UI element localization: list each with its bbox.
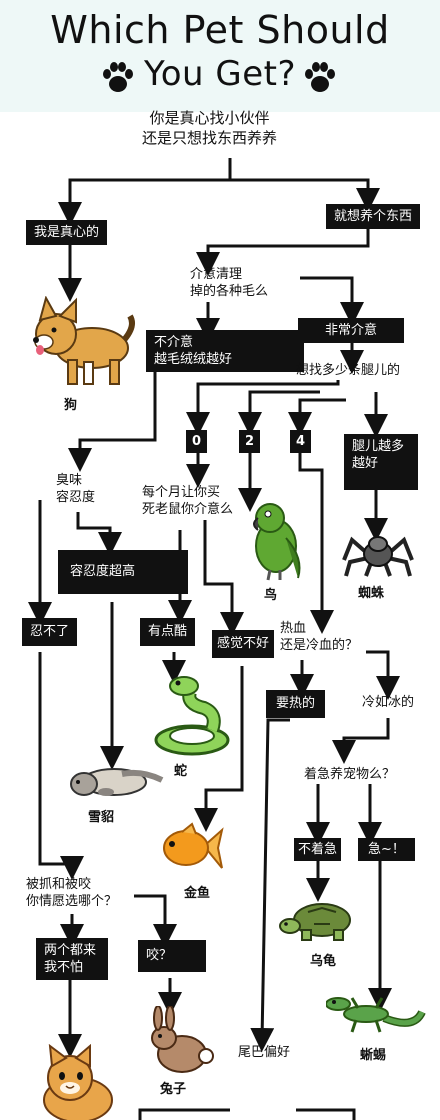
pet-label-snake: 蛇 [174, 764, 188, 779]
answer-high-tolerance: 容忍度超高 [58, 550, 188, 594]
pet-label-rabbit: 兔子 [160, 1082, 187, 1097]
page-title-line1: Which Pet Should [50, 8, 390, 52]
answer-no-hurry: 不着急 [294, 838, 342, 861]
dog-illustration [33, 296, 135, 385]
pet-label-spider: 蜘蛛 [358, 586, 385, 601]
pet-label-ferret: 雪貂 [88, 810, 115, 825]
lizard-illustration [326, 997, 426, 1033]
paw-icon [305, 62, 335, 92]
pet-label-bird: 鸟 [264, 588, 278, 603]
bird-illustration [253, 503, 301, 581]
spider-illustration [342, 536, 414, 577]
start-question: 你是真心找小伙伴 还是只想找东西养养 [142, 109, 278, 147]
answer-no-mind: 不介意 越毛绒绒越好 [146, 330, 304, 372]
page-title-line2: You Get? [143, 54, 297, 94]
goldfish-illustration [163, 822, 224, 869]
pet-label-dog: 狗 [64, 398, 78, 413]
pet-label-lizard: 蜥蜴 [360, 1048, 387, 1063]
question-warm-or-cold-blooded: 热血 还是冷血的？ [280, 621, 359, 653]
question-mice: 每个月让你买 死老鼠你介意么 [142, 485, 234, 517]
question-how-many-legs: 想找多少条腿儿的 [296, 363, 401, 378]
question-in-a-hurry: 着急养宠物么？ [304, 767, 396, 782]
pet-label-goldfish: 金鱼 [184, 886, 211, 901]
answer-zero-legs: 0 [186, 430, 208, 453]
rabbit-illustration [151, 1006, 214, 1073]
answer-just-keep: 就想养个东西 [326, 204, 421, 229]
answer-both: 两个都来 我不怕 [36, 938, 108, 980]
ferret-illustration [70, 768, 164, 796]
answer-bite: 咬？ [138, 940, 206, 972]
question-mind-fur: 介意清理 掉的各种毛么 [190, 267, 269, 299]
header-banner: Which Pet Should You Get? [0, 0, 440, 112]
answer-cold: 冷如冰的 [362, 695, 415, 710]
answer-four-legs: 4 [290, 430, 312, 453]
pet-label-turtle: 乌龟 [310, 954, 337, 969]
question-scratch-or-bite: 被抓和被咬 你情愿选哪个？ [26, 877, 118, 909]
cat-illustration [43, 1044, 113, 1120]
snake-illustration [154, 676, 230, 756]
answer-very-mind: 非常介意 [298, 318, 404, 343]
answer-cant-stand: 忍不了 [22, 618, 78, 646]
answer-a-bit: 有点酷 [140, 618, 196, 646]
answer-hot: 要热的 [266, 690, 326, 718]
answer-hurry: 急~！ [358, 838, 415, 861]
answer-sincere: 我是真心的 [26, 220, 108, 245]
answer-two-legs: 2 [239, 430, 261, 453]
paw-icon [103, 62, 133, 92]
answer-more-legs: 腿儿越多 越好 [344, 434, 418, 490]
question-tail-preference: 尾巴偏好 [238, 1045, 291, 1060]
answer-feels-bad: 感觉不好 [212, 630, 275, 658]
question-smell-tolerance: 臭味 容忍度 [56, 473, 96, 505]
turtle-illustration [279, 903, 351, 941]
